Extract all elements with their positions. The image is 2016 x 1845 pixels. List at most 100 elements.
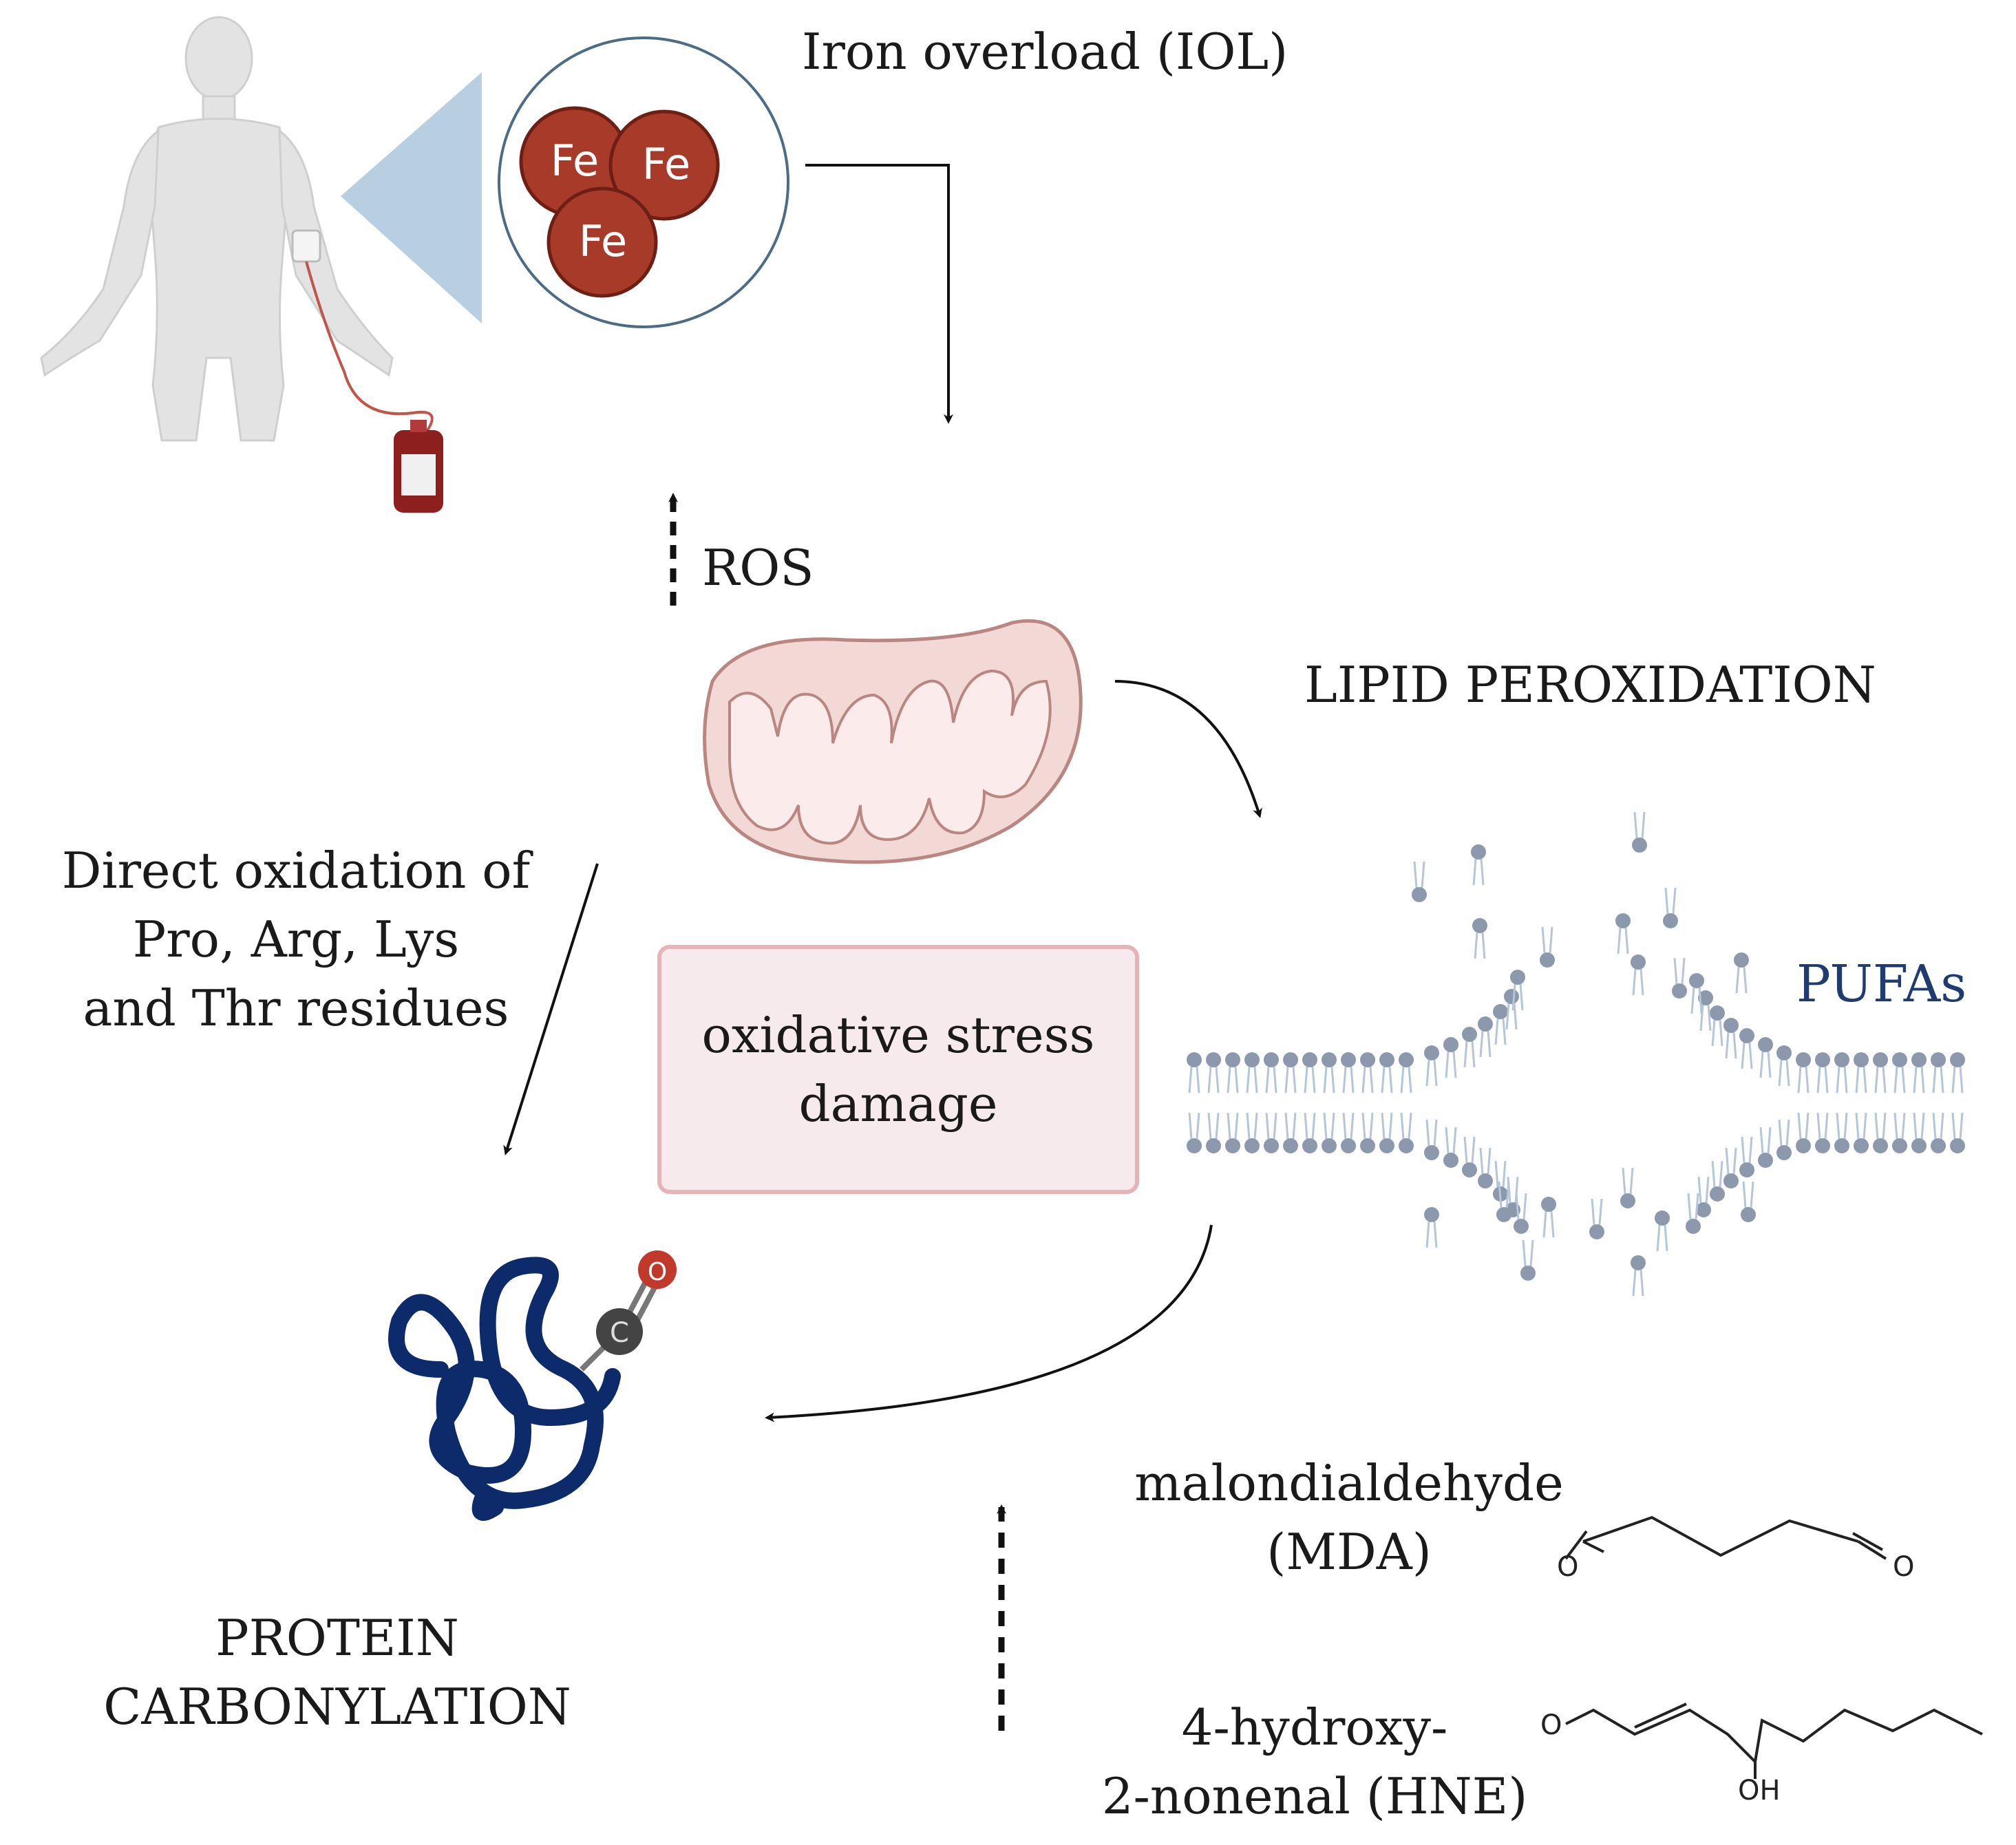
protein-icon [388,1257,621,1521]
lipid-molecule [1399,1052,1414,1094]
lipid-molecule [1710,1005,1725,1047]
direct-oxidation-label: Direct oxidation of Pro, Arg, Lys and Th… [41,836,551,1043]
carbon-atom [596,1308,643,1355]
lipid-molecule [1689,973,1704,1014]
lipid-molecule [1723,1018,1739,1059]
lipid-molecule [1540,926,1555,968]
lipid-molecule [1620,1167,1635,1208]
lipid-molecule [1493,1004,1508,1045]
mda-oxygen-left: O [1557,1551,1578,1583]
lipid-molecule [1379,1052,1394,1094]
lipid-molecule [1815,1052,1830,1094]
lipid-molecule [1655,1211,1670,1252]
lipid-molecule [1520,1239,1536,1281]
lipid-molecule [1225,1112,1240,1153]
lipid-molecule [1399,1112,1414,1153]
lipid-molecule [1478,1016,1493,1058]
lipid-molecule [1739,1028,1754,1069]
lipid-molecule [1244,1112,1260,1153]
lipid-molecule [1631,1255,1646,1297]
lipid-molecule [1950,1052,1965,1094]
lipid-molecule [1244,1052,1260,1094]
lipid-molecule [1911,1112,1927,1153]
lipid-molecule [1472,918,1487,959]
direct-oxidation-line-2: Pro, Arg, Lys [132,910,460,968]
carbonyl-group-icon: C O [580,1250,677,1372]
lipid-molecule [1541,1197,1556,1238]
mda-label-line-2: (MDA) [1266,1523,1432,1581]
lipid-molecule [1834,1112,1849,1153]
zoom-cone [341,72,482,323]
lipid-molecule [1360,1112,1375,1153]
lipid-molecule [1462,1027,1477,1068]
iron-cluster: Fe Fe Fe [519,106,720,298]
protein-carbonylation-line-2: CARBONYLATION [103,1678,571,1736]
iron-label-2: Fe [642,139,690,189]
lipid-molecule [1496,1181,1511,1222]
lipid-molecule [1206,1112,1221,1153]
lipid-molecule [1206,1052,1221,1094]
lipid-molecule [1322,1112,1337,1153]
lipid-molecule [1710,1160,1725,1202]
iron-label-1: Fe [551,136,599,186]
lipid-molecule [1283,1052,1298,1094]
lipid-molecule [1187,1052,1202,1094]
direct-oxidation-arrow [503,863,599,1155]
hne-hydroxyl: OH [1738,1775,1781,1806]
lipid-molecule [1911,1052,1927,1094]
mitochondrion-icon [703,619,1083,864]
lipid-molecule [1510,970,1525,1011]
lipid-molecule [1931,1052,1946,1094]
lipid-molecule [1302,1052,1317,1094]
hne-label-line-1: 4-hydroxy- [1181,1698,1448,1756]
lipid-molecule [1514,1193,1529,1234]
protein-carbonylation-label: PROTEIN CARBONYLATION [69,1603,606,1741]
human-figure-icon [40,16,394,442]
protein-carbonylation-line-1: PROTEIN [215,1609,459,1667]
lipid-molecule [1264,1112,1279,1153]
lipid-molecule [1698,990,1713,1032]
lipid-molecule [1663,887,1678,928]
lipid-molecule [1322,1052,1337,1094]
lipid-molecule [1424,1119,1439,1160]
lipid-molecule [1854,1112,1869,1153]
lipid-molecule [1471,844,1486,886]
lipid-molecule [1302,1112,1317,1153]
lipid-molecule [1412,861,1427,902]
oxygen-atom [638,1250,677,1289]
iron-atom-3 [547,186,658,298]
lipid-molecule [1424,1045,1439,1087]
lipid-molecule [1741,1181,1756,1222]
lipid-molecule [1873,1052,1888,1094]
lipid-molecule [1187,1112,1202,1153]
mda-structure [1564,1515,1887,1560]
hne-label: 4-hydroxy- 2-nonenal (HNE) [1074,1693,1556,1831]
direct-oxidation-line-1: Direct oxidation of [61,842,531,899]
oxidative-stress-box: oxidative stress damage [657,945,1139,1194]
lipid-molecule [1723,1147,1739,1188]
lipid-molecule [1776,1119,1792,1160]
lipid-molecule [1341,1112,1356,1153]
mda-oxygen-right: O [1893,1551,1914,1583]
lipid-molecule [1758,1127,1773,1168]
lipid-molecule [1264,1052,1279,1094]
lipid-molecule [1796,1112,1811,1153]
hne-label-line-2: 2-nonenal (HNE) [1101,1767,1528,1825]
hne-structure [1565,1703,1983,1779]
lipid-molecule [1734,952,1749,994]
iol-label: Iron overload (IOL) [802,23,1288,81]
lipid-molecule [1360,1052,1375,1094]
lipid-molecule [1892,1112,1907,1153]
lipid-peroxidation-arrow [1114,680,1262,818]
lipid-molecule [1225,1052,1240,1094]
lipid-molecule [1854,1052,1869,1094]
direct-oxidation-line-3: and Thr residues [83,979,509,1037]
lipid-molecule [1758,1037,1773,1078]
lipid-bilayer-icon [1187,811,1965,1297]
lipid-molecule [1776,1045,1792,1087]
lipid-molecule [1424,1207,1439,1248]
lipid-molecule [1739,1136,1754,1177]
oxygen-label: O [648,1258,667,1286]
lipid-molecule [1478,1147,1493,1188]
lipid-molecule [1696,1176,1711,1217]
